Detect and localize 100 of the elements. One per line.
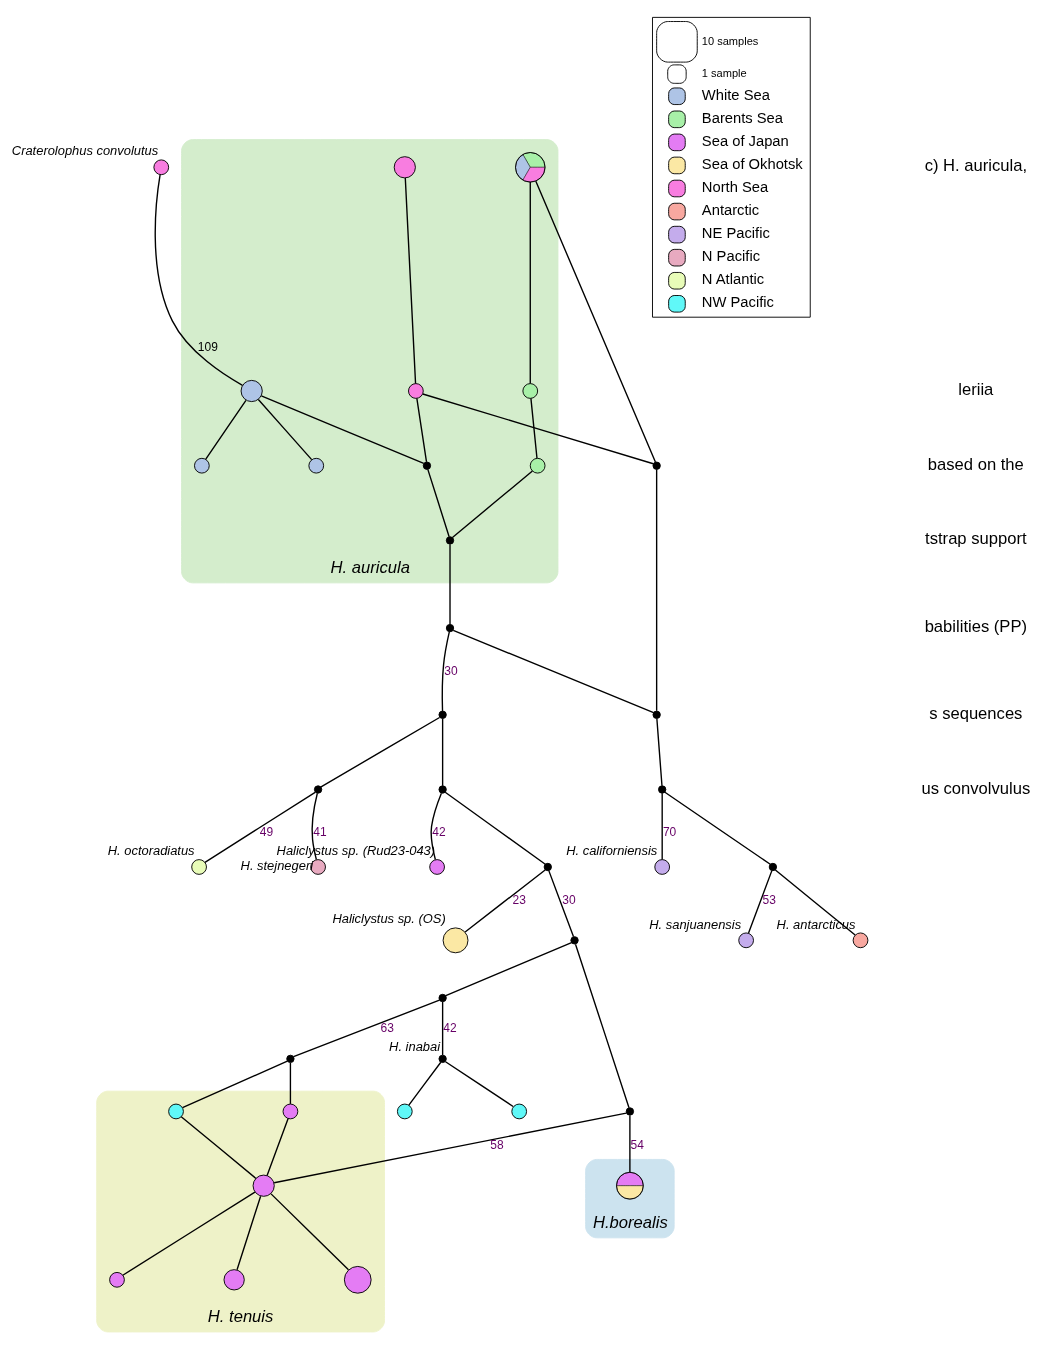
node-circle <box>286 1054 295 1063</box>
label: leriia <box>958 380 994 400</box>
connector <box>464 869 546 933</box>
node-circle <box>658 785 667 794</box>
cluster: H.borealis <box>585 1158 675 1239</box>
node-circle <box>422 461 432 470</box>
legend-label: NW Pacific <box>701 294 774 311</box>
node-label: H. californiensis <box>566 843 658 859</box>
edge-label: 41 <box>313 825 327 839</box>
node-circle <box>652 710 661 719</box>
node-circle <box>191 859 207 875</box>
node-circle <box>738 932 754 949</box>
node-circle <box>168 1103 184 1120</box>
node-label: Craterolophus convolutus <box>11 143 159 159</box>
edge-label: 63 <box>380 1020 394 1035</box>
label: babilities (PP) <box>924 617 1028 637</box>
cluster: H. tenuis <box>96 1090 385 1333</box>
edge-label: 54 <box>630 1137 644 1152</box>
node-circle <box>343 1265 372 1294</box>
node-circle <box>522 383 539 399</box>
node-circle <box>194 457 210 474</box>
edge-label: 42 <box>432 825 446 839</box>
legend-label: 10 samples <box>701 34 759 47</box>
node-label: H. sanjuanensis <box>649 916 742 932</box>
node-circle <box>223 1269 245 1291</box>
connector <box>204 791 316 864</box>
node-circle <box>313 785 323 794</box>
node-circle <box>652 461 661 470</box>
node-circle <box>438 1054 447 1063</box>
legend-label: N Atlantic <box>701 271 765 288</box>
edge-label: 58 <box>490 1137 504 1152</box>
connector <box>404 177 417 385</box>
connector <box>289 1062 292 1105</box>
connector <box>535 180 657 463</box>
connector <box>320 716 441 788</box>
node-circle <box>543 862 552 872</box>
node-circle <box>529 457 546 474</box>
label: us convolvulus <box>921 778 1031 798</box>
label: tstrap support <box>925 529 1027 549</box>
node-label: H. octoradiatus <box>107 843 195 859</box>
connector <box>661 792 663 861</box>
legend-label: North Sea <box>701 179 769 196</box>
connector <box>257 398 313 461</box>
connector <box>427 468 450 538</box>
label: based on the <box>927 454 1024 474</box>
edge-label: 70 <box>662 825 677 839</box>
legend-label: Sea of Japan <box>701 132 789 149</box>
connector <box>747 869 773 934</box>
node-circle <box>393 156 416 179</box>
edge-label: 53 <box>762 893 776 908</box>
connector <box>441 717 444 787</box>
legend-label: Antarctic <box>701 202 760 219</box>
connector <box>154 174 244 386</box>
connector <box>422 393 654 465</box>
node-circle <box>852 932 869 949</box>
edge-label: 23 <box>512 893 526 908</box>
node-circle <box>109 1271 125 1288</box>
node-circle <box>438 785 447 794</box>
connector <box>181 1060 289 1109</box>
connector <box>664 791 771 865</box>
connector <box>655 468 658 712</box>
node-circle <box>438 993 447 1003</box>
node-circle <box>282 1103 299 1120</box>
label: s sequences <box>929 703 1023 723</box>
node-circle <box>252 1174 275 1197</box>
connector <box>266 1117 289 1177</box>
connector <box>548 869 575 938</box>
node-circle <box>240 379 263 403</box>
legend-label: Sea of Okhotsk <box>701 155 803 172</box>
node-circle <box>570 936 579 945</box>
connector <box>180 1116 257 1180</box>
node-circle <box>153 159 170 176</box>
node-circle <box>308 457 325 474</box>
connector <box>451 470 534 539</box>
node-circle <box>442 927 469 954</box>
connector <box>656 717 663 787</box>
edge-label: 109 <box>197 339 218 354</box>
node-circle <box>408 383 424 399</box>
connector <box>416 397 428 463</box>
node-label: Haliclystus sp. (OS) <box>332 911 446 927</box>
connector <box>292 999 441 1058</box>
node-circle <box>445 623 455 633</box>
connector <box>430 792 443 861</box>
node-circle <box>445 536 455 545</box>
node-label: H. inabai <box>389 1038 441 1054</box>
connector <box>529 181 531 385</box>
label: c) H. auricula, <box>924 156 1028 176</box>
connector <box>236 1195 262 1271</box>
connector <box>530 397 538 459</box>
connector <box>273 1112 627 1184</box>
connector <box>260 395 425 465</box>
connector <box>444 1061 514 1108</box>
connector <box>311 792 319 861</box>
connector <box>408 1061 442 1106</box>
node-circle <box>625 1107 635 1116</box>
legend-label: White Sea <box>701 86 770 103</box>
connector <box>270 1193 350 1271</box>
legend-label: NE Pacific <box>701 225 770 242</box>
connector <box>445 941 573 997</box>
edge-label: 42 <box>443 1020 457 1035</box>
